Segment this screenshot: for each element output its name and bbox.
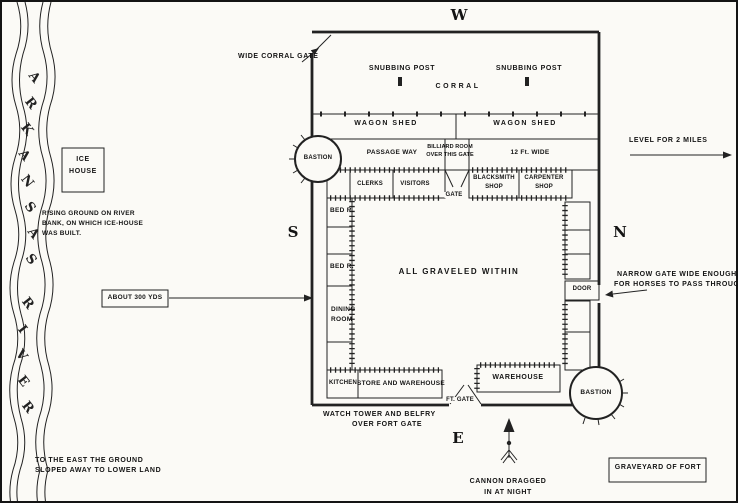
billiard-room-note: OVER THIS GATE	[426, 152, 474, 158]
narrow-gate-note: FOR HORSES TO PASS THROUGH	[614, 281, 738, 288]
arrows	[169, 48, 732, 302]
watch-tower-note: OVER FORT GATE	[352, 421, 423, 428]
kitchen-label: KITCHEN	[328, 380, 358, 386]
compass-east: E	[452, 429, 464, 447]
visitors-label: VISITORS	[400, 181, 430, 187]
wide-corral-gate-label: WIDE CORRAL GATE	[238, 53, 319, 60]
bed-room-label: BED R.	[330, 207, 354, 214]
rising-ground-note: WAS BUILT.	[42, 230, 82, 237]
snubbing-post-left-marker	[398, 77, 402, 86]
snubbing-post-right-marker	[525, 77, 529, 86]
east-ground-note: TO THE EAST THE GROUND	[35, 457, 144, 464]
gate-label: GATE	[444, 192, 464, 198]
compass-south: S	[287, 223, 299, 241]
ft-gate-label: FT. GATE	[445, 397, 475, 403]
rising-ground-note: RISING GROUND ON RIVER	[42, 210, 135, 217]
door-box	[564, 280, 600, 301]
river	[9, 2, 56, 501]
east-ground-note: SLOPED AWAY TO LOWER LAND	[35, 467, 162, 474]
about-300-box	[101, 289, 169, 308]
graveyard-box	[608, 457, 707, 483]
bastion-nw-shape	[289, 134, 342, 184]
narrow-gate-note: NARROW GATE WIDE ENOUGH	[617, 271, 737, 278]
carpenter-label: CARPENTER	[524, 175, 564, 181]
corral-and-sheds	[312, 77, 599, 171]
bastion-se-label: BASTION	[580, 389, 612, 396]
compass-west: W	[450, 6, 468, 24]
dining-room-label: DINING	[331, 306, 356, 313]
bastion-nw-label: BASTION	[303, 155, 333, 161]
graveyard-label: GRAVEYARD OF FORT	[614, 464, 702, 471]
compass-north: N	[613, 223, 627, 241]
billiard-room-note: BILLIARD ROOM	[427, 144, 473, 150]
about-300-yds-label: ABOUT 300 YDS	[107, 294, 163, 301]
ice-house-label: ICE	[76, 156, 90, 163]
cannon-icon	[500, 418, 518, 464]
ice-house-box	[61, 147, 105, 193]
ft-gate-leaf	[467, 384, 482, 405]
blacksmith-label: SHOP	[485, 184, 503, 190]
inner-rooms	[326, 167, 600, 405]
watch-tower-note: WATCH TOWER AND BELFRY	[323, 411, 436, 418]
blacksmith-label: BLACKSMITH	[473, 175, 515, 181]
rising-ground-note: BANK, ON WHICH ICE-HOUSE	[42, 220, 144, 227]
cannon-note: CANNON DRAGGED	[469, 478, 547, 485]
corral-label: CORRAL	[435, 83, 481, 90]
graveled-label: ALL GRAVELED WITHIN	[398, 267, 520, 276]
store-warehouse-label: STORE AND WAREHOUSE	[356, 380, 446, 387]
cannon-note: IN AT NIGHT	[484, 489, 532, 496]
passage-way-label: PASSAGE WAY	[366, 149, 418, 156]
door-label: DOOR	[572, 286, 592, 292]
clerks-label: CLERKS	[357, 181, 383, 187]
ice-house-label: HOUSE	[69, 168, 97, 175]
dining-room-label: ROOM	[331, 316, 353, 323]
warehouse-label: WAREHOUSE	[492, 374, 544, 381]
gate-width-label: 12 Ft. WIDE	[510, 149, 550, 156]
corral-gate-arrow	[301, 52, 314, 63]
bastion-se-shape	[569, 366, 628, 426]
snubbing-post-label: SNUBBING POST	[368, 65, 436, 72]
bed-room-label: BED R.	[330, 263, 354, 270]
snubbing-post-label: SNUBBING POST	[495, 65, 563, 72]
narrow-gate-arrow	[612, 289, 648, 295]
annotation-boxes	[61, 147, 707, 483]
wagon-shed-label: WAGON SHED	[493, 120, 557, 127]
carpenter-label: SHOP	[535, 184, 553, 190]
wagon-shed-label: WAGON SHED	[354, 120, 418, 127]
level-label: LEVEL FOR 2 MILES	[629, 137, 708, 144]
